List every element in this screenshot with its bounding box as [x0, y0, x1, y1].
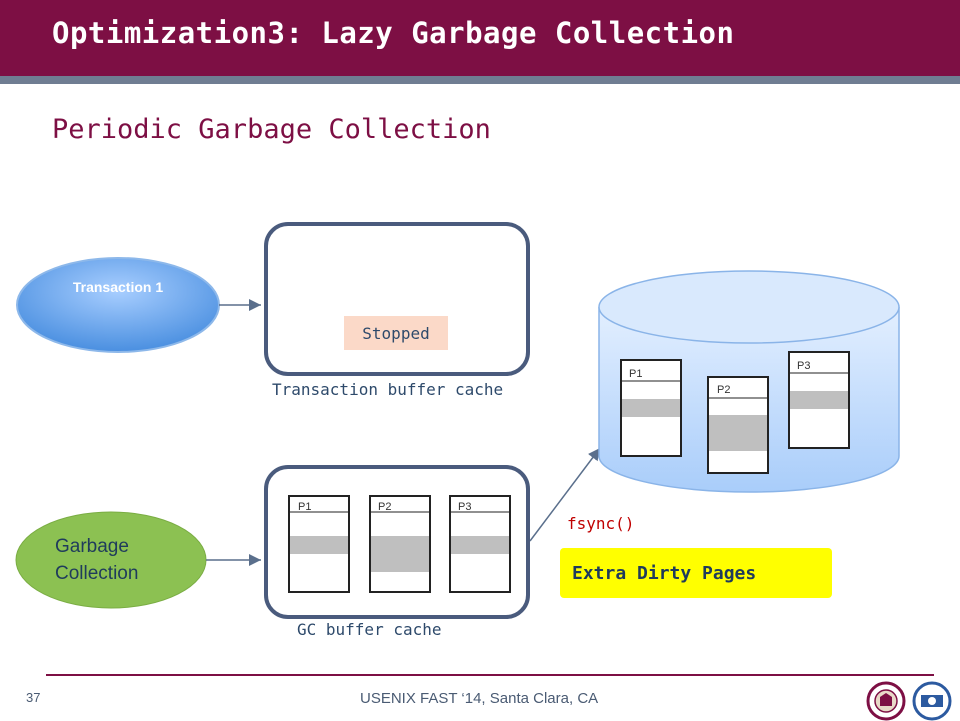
disk-page-p3: P3 [788, 351, 850, 449]
gc-page-p1-label: P1 [298, 501, 311, 513]
gc-page-p2: P2 [369, 495, 431, 593]
gc-page-p3: P3 [449, 495, 511, 593]
university-seal-icon [866, 681, 906, 721]
transaction-label: Transaction 1 [73, 279, 163, 295]
disk-page-p3-label: P3 [797, 360, 810, 372]
disk-page-p2: P2 [707, 376, 769, 474]
gc-page-p3-label: P3 [458, 501, 471, 513]
gc-page-p1: P1 [288, 495, 350, 593]
fsync-label: fsync() [567, 514, 635, 533]
slide-subtitle: Periodic Garbage Collection [52, 114, 491, 145]
arrow-gc-cache-to-disk [529, 447, 601, 542]
stopped-status: Stopped [344, 316, 448, 350]
gc-label-line1: Garbage [55, 536, 129, 557]
gc-page-p2-label: P2 [378, 501, 391, 513]
slide-title: Optimization3: Lazy Garbage Collection [52, 16, 735, 50]
title-bar [0, 0, 960, 76]
lab-seal-icon [912, 681, 952, 721]
gc-label-line2: Collection [55, 563, 139, 584]
disk-page-p1-label: P1 [629, 368, 642, 380]
gc-label: Garbage Collection [55, 533, 138, 587]
transaction-buffer-cache [264, 222, 530, 376]
page-number: 37 [26, 690, 41, 705]
transaction-cache-label: Transaction buffer cache [272, 380, 504, 399]
disk-page-p1: P1 [620, 359, 682, 457]
footer-divider [46, 674, 934, 676]
footer-text: USENIX FAST ‘14, Santa Clara, CA [360, 690, 599, 707]
gc-cache-label: GC buffer cache [297, 620, 442, 639]
disk-page-p2-label: P2 [717, 384, 730, 396]
extra-dirty-pages-callout: Extra Dirty Pages [560, 548, 832, 598]
title-stripe [0, 76, 960, 84]
transaction-node: Transaction 1 [16, 257, 220, 353]
